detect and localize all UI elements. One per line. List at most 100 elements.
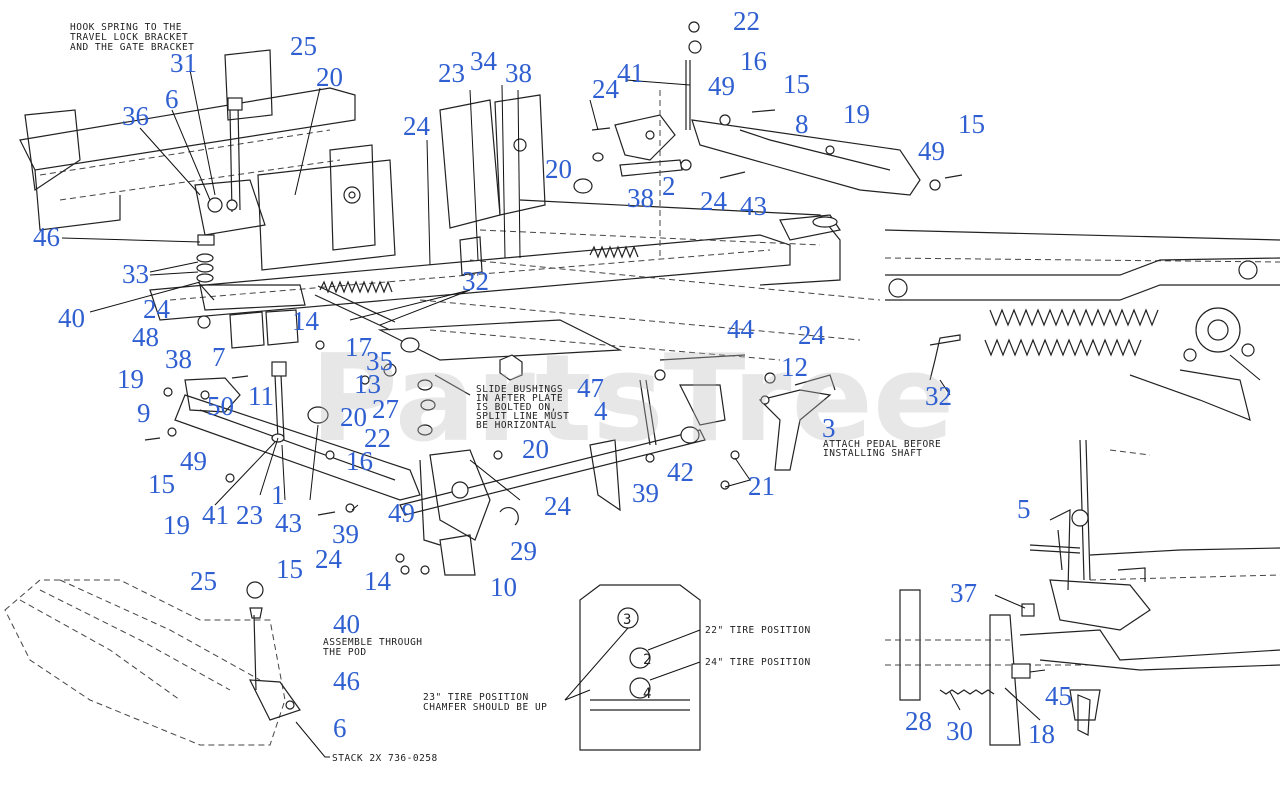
callout-43[interactable]: 43 xyxy=(740,191,767,221)
callout-49[interactable]: 49 xyxy=(180,446,207,476)
callout-16[interactable]: 16 xyxy=(346,446,373,476)
callout-16[interactable]: 16 xyxy=(740,46,767,76)
callout-1[interactable]: 1 xyxy=(271,480,285,510)
note-assemble-2: THE POD xyxy=(323,647,367,658)
callout-19[interactable]: 19 xyxy=(117,364,144,394)
callout-25[interactable]: 25 xyxy=(290,31,317,61)
callout-29[interactable]: 29 xyxy=(510,536,537,566)
callout-22[interactable]: 22 xyxy=(364,423,391,453)
callout-46[interactable]: 46 xyxy=(333,666,360,696)
callout-46[interactable]: 46 xyxy=(33,222,60,252)
callout-43[interactable]: 43 xyxy=(275,508,302,538)
callout-27[interactable]: 27 xyxy=(372,394,399,424)
callout-45[interactable]: 45 xyxy=(1045,681,1072,711)
callout-38[interactable]: 38 xyxy=(627,183,654,213)
callout-numbers: 22 16 41 49 15 24 8 19 15 49 20 2 38 24 … xyxy=(33,6,1072,749)
callout-2[interactable]: 2 xyxy=(662,171,676,201)
callout-38[interactable]: 38 xyxy=(165,344,192,374)
callout-11[interactable]: 11 xyxy=(248,381,274,411)
callout-5[interactable]: 5 xyxy=(1017,494,1031,524)
note-tire-23-2: CHAMFER SHOULD BE UP xyxy=(423,702,547,713)
note-assemble-1: ASSEMBLE THROUGH xyxy=(323,637,423,648)
callout-25[interactable]: 25 xyxy=(190,566,217,596)
note-slide-2: IN AFTER PLATE xyxy=(476,393,563,404)
callout-34[interactable]: 34 xyxy=(470,46,498,76)
callout-32[interactable]: 32 xyxy=(462,266,489,296)
callout-9[interactable]: 9 xyxy=(137,398,151,428)
callout-28[interactable]: 28 xyxy=(905,706,932,736)
callout-20[interactable]: 20 xyxy=(316,62,343,92)
callout-36[interactable]: 36 xyxy=(122,101,149,131)
callout-33[interactable]: 33 xyxy=(122,259,149,289)
callout-24[interactable]: 24 xyxy=(315,544,343,574)
callout-40[interactable]: 40 xyxy=(333,609,360,639)
callout-31[interactable]: 31 xyxy=(170,48,197,78)
callout-24[interactable]: 24 xyxy=(700,186,728,216)
note-slide-5: BE HORIZONTAL xyxy=(476,420,557,431)
callout-24[interactable]: 24 xyxy=(544,491,572,521)
callout-14[interactable]: 14 xyxy=(292,306,320,336)
callout-15[interactable]: 15 xyxy=(148,469,175,499)
callout-24[interactable]: 24 xyxy=(798,320,826,350)
callout-6[interactable]: 6 xyxy=(333,713,347,743)
callout-38[interactable]: 38 xyxy=(505,58,532,88)
note-slide-4: SPLIT LINE MUST xyxy=(476,411,569,422)
tire-position-plate: 3 2 4 xyxy=(564,584,701,751)
callout-20[interactable]: 20 xyxy=(545,154,572,184)
callout-37[interactable]: 37 xyxy=(950,578,977,608)
note-attach-pedal-1: ATTACH PEDAL BEFORE xyxy=(823,439,941,450)
callout-19[interactable]: 19 xyxy=(843,99,870,129)
spring-inset-drawing xyxy=(884,229,1280,456)
shift-inset-drawing xyxy=(885,439,1280,746)
callout-39[interactable]: 39 xyxy=(632,478,659,508)
callout-19[interactable]: 19 xyxy=(163,510,190,540)
callout-35[interactable]: 35 xyxy=(366,346,393,376)
callout-17[interactable]: 17 xyxy=(345,332,372,362)
callout-23[interactable]: 23 xyxy=(438,58,465,88)
callout-14[interactable]: 14 xyxy=(364,566,392,596)
callout-3[interactable]: 3 xyxy=(822,413,836,443)
callout-24[interactable]: 24 xyxy=(592,74,620,104)
callout-24[interactable]: 24 xyxy=(403,111,431,141)
callout-13[interactable]: 13 xyxy=(354,369,381,399)
callout-41[interactable]: 41 xyxy=(617,58,644,88)
note-hook-spring-1: HOOK SPRING TO THE xyxy=(70,22,182,33)
callout-20[interactable]: 20 xyxy=(522,434,549,464)
callout-15[interactable]: 15 xyxy=(783,69,810,99)
callout-18[interactable]: 18 xyxy=(1028,719,1055,749)
callout-50[interactable]: 50 xyxy=(207,391,234,421)
callout-20[interactable]: 20 xyxy=(340,402,367,432)
callout-15[interactable]: 15 xyxy=(276,554,303,584)
callout-24[interactable]: 24 xyxy=(143,294,171,324)
callout-49[interactable]: 49 xyxy=(388,498,415,528)
callout-21[interactable]: 21 xyxy=(748,471,775,501)
callout-40[interactable]: 40 xyxy=(58,303,85,333)
callout-10[interactable]: 10 xyxy=(490,572,517,602)
note-stack: STACK 2X 736-0258 xyxy=(332,753,438,764)
callout-15[interactable]: 15 xyxy=(958,109,985,139)
callout-32[interactable]: 32 xyxy=(925,381,952,411)
note-hook-spring-3: AND THE GATE BRACKET xyxy=(70,42,194,53)
callout-8[interactable]: 8 xyxy=(795,109,809,139)
linkage-drawing xyxy=(144,337,836,576)
callout-49[interactable]: 49 xyxy=(918,136,945,166)
note-tire-22: 22" TIRE POSITION xyxy=(705,625,811,636)
hole-label-4: 4 xyxy=(643,686,652,702)
callout-41[interactable]: 41 xyxy=(202,500,229,530)
callout-48[interactable]: 48 xyxy=(132,322,159,352)
callout-22[interactable]: 22 xyxy=(733,6,760,36)
callout-4[interactable]: 4 xyxy=(594,396,608,426)
pod-drawing xyxy=(4,579,301,746)
callout-44[interactable]: 44 xyxy=(727,314,755,344)
note-slide-3: IS BOLTED ON, xyxy=(476,402,557,413)
callout-6[interactable]: 6 xyxy=(165,84,179,114)
callout-7[interactable]: 7 xyxy=(212,342,226,372)
callout-47[interactable]: 47 xyxy=(577,373,604,403)
callout-23[interactable]: 23 xyxy=(236,500,263,530)
callout-39[interactable]: 39 xyxy=(332,519,359,549)
callout-49[interactable]: 49 xyxy=(708,71,735,101)
callout-42[interactable]: 42 xyxy=(667,457,694,487)
callout-12[interactable]: 12 xyxy=(781,352,808,382)
callout-30[interactable]: 30 xyxy=(946,716,973,746)
